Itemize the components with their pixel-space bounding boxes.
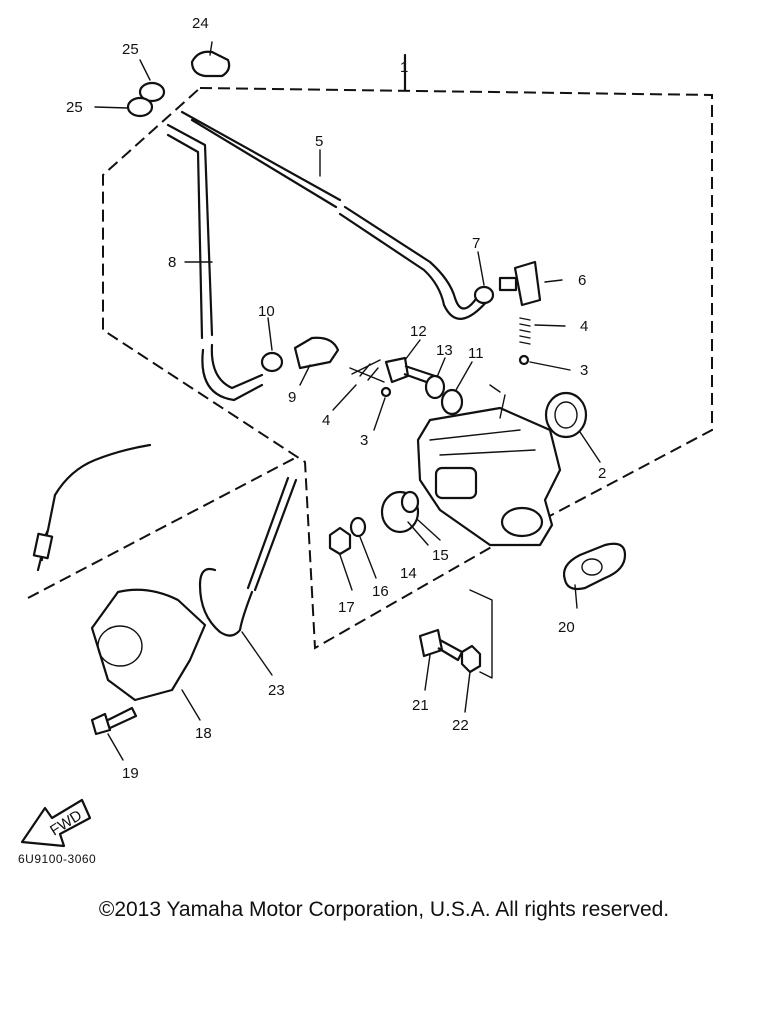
label-part-16: 16 [372,583,389,600]
cable-left [36,443,152,572]
washer-16 [349,516,367,538]
label-part-4-left: 4 [322,412,330,429]
label-part-14: 14 [400,565,417,582]
leader-lines [94,41,601,761]
spring-4-right [519,317,531,345]
band-7 [473,285,495,305]
label-group-1: 1 [400,59,408,76]
spring-4-left [349,359,385,383]
nut-22 [460,644,482,674]
ball-3-left [380,386,392,398]
label-part-19: 19 [122,765,139,782]
label-part-7: 7 [472,235,480,252]
ball-3-right [518,354,530,366]
parts-diagram: FWD 1 24 25 25 5 8 7 6 4 3 10 [20,15,713,848]
copyright-notice: ©2013 Yamaha Motor Corporation, U.S.A. A… [98,898,670,921]
seal-2 [544,391,588,439]
band-10 [260,351,284,373]
cable-23 [198,476,298,637]
label-part-5: 5 [315,133,323,150]
label-part-9: 9 [288,389,296,406]
label-part-10: 10 [258,303,275,320]
assembly-boundary [102,86,713,650]
hose-5 [180,110,490,320]
label-part-18: 18 [195,725,212,742]
label-part-3-left: 3 [360,432,368,449]
label-part-13: 13 [436,342,453,359]
label-part-21: 21 [412,697,429,714]
elbow-fitting-6 [513,260,542,307]
lower-boundary [27,457,296,599]
label-part-22: 22 [452,717,469,734]
label-part-20: 20 [558,619,575,636]
label-part-8: 8 [168,254,176,271]
label-part-3-right: 3 [580,362,588,379]
washer-15 [400,490,420,514]
label-part-2: 2 [598,465,606,482]
washer-13 [424,374,446,400]
nut-17 [328,526,352,556]
hose-8 [166,123,264,402]
sleeve-25b [126,96,154,118]
label-part-12: 12 [410,323,427,340]
label-part-24: 24 [192,15,209,32]
label-part-25-upper: 25 [122,41,139,58]
bolt-21 [418,628,464,662]
elbow-fitting-9 [293,336,340,370]
label-part-6: 6 [578,272,586,289]
label-part-11: 11 [468,345,484,362]
bolt-12 [384,356,437,386]
clip-24 [190,50,231,78]
label-part-17: 17 [338,599,355,616]
diagram-code: 6U9100-3060 [18,852,97,866]
label-part-25-lower: 25 [66,99,83,116]
bracket-21-22 [469,589,493,679]
washer-11 [440,388,464,416]
cover-18 [90,588,207,702]
label-part-23: 23 [268,682,285,699]
sleeve-25a [138,81,166,103]
fwd-arrow-icon [20,798,92,848]
label-part-4-right: 4 [580,318,588,335]
label-part-15: 15 [432,547,449,564]
screw-19 [90,706,138,736]
gasket-20 [562,542,627,591]
